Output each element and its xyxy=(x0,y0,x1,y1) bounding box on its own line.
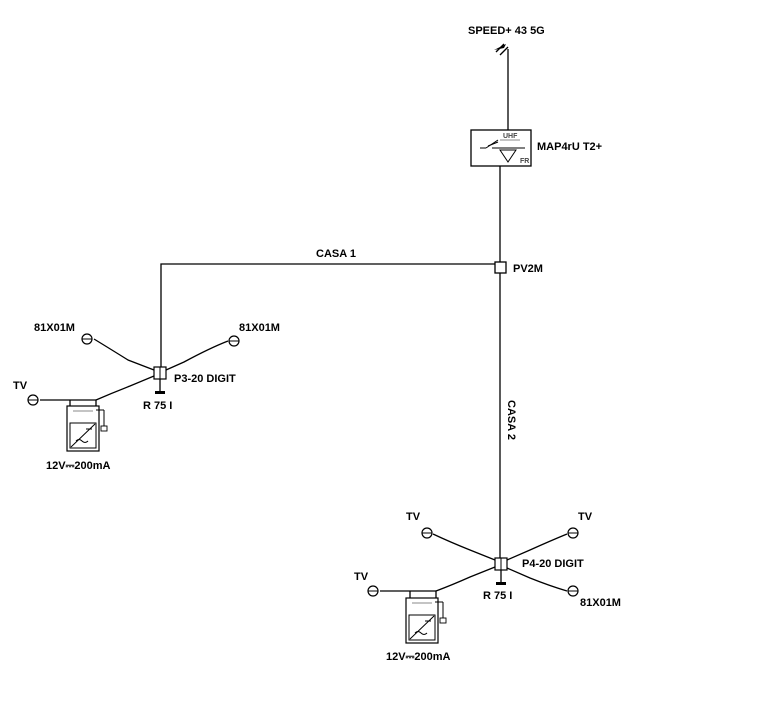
outlet-right-label-1: 81X01M xyxy=(239,322,280,334)
tv-upper-left-label: TV xyxy=(406,511,421,523)
tv-lower-left-label: TV xyxy=(354,571,369,583)
antenna-label: SPEED+ 43 5G xyxy=(468,25,545,37)
power-supply-2[interactable] xyxy=(405,597,447,644)
cable-casa1 xyxy=(160,263,495,367)
splitter-label: PV2M xyxy=(513,263,543,275)
terminator-label-2: R 75 I xyxy=(483,590,512,602)
outlet-lower-right-label: 81X01M xyxy=(580,597,621,609)
tap-p4[interactable] xyxy=(494,557,508,571)
psu-label-1: 12V⎓200mA xyxy=(46,460,110,472)
amplifier-tag: FR xyxy=(520,158,529,165)
power-supply-1[interactable] xyxy=(66,405,108,452)
outlet-left-label-1: 81X01M xyxy=(34,322,75,334)
splitter-box[interactable] xyxy=(494,261,507,274)
tv-label-1: TV xyxy=(13,380,28,392)
tv-upper-right-label: TV xyxy=(578,511,593,523)
amplifier-band: UHF xyxy=(503,133,518,140)
antenna-icon xyxy=(494,43,509,130)
psu-label-2: 12V⎓200mA xyxy=(386,651,450,663)
tap-p3-label: P3-20 DIGIT xyxy=(174,373,236,385)
amplifier-label: MAP4rU T2+ xyxy=(537,141,602,153)
amplifier-block[interactable] xyxy=(470,129,532,167)
tap-p3[interactable] xyxy=(153,366,167,380)
terminator-icon xyxy=(496,582,506,585)
cable-casa1-label: CASA 1 xyxy=(316,248,356,260)
terminator-label-1: R 75 I xyxy=(143,400,172,412)
tap-p4-label: P4-20 DIGIT xyxy=(522,558,584,570)
cable-casa2-label: CASA 2 xyxy=(505,400,517,440)
terminator-icon xyxy=(155,391,165,394)
